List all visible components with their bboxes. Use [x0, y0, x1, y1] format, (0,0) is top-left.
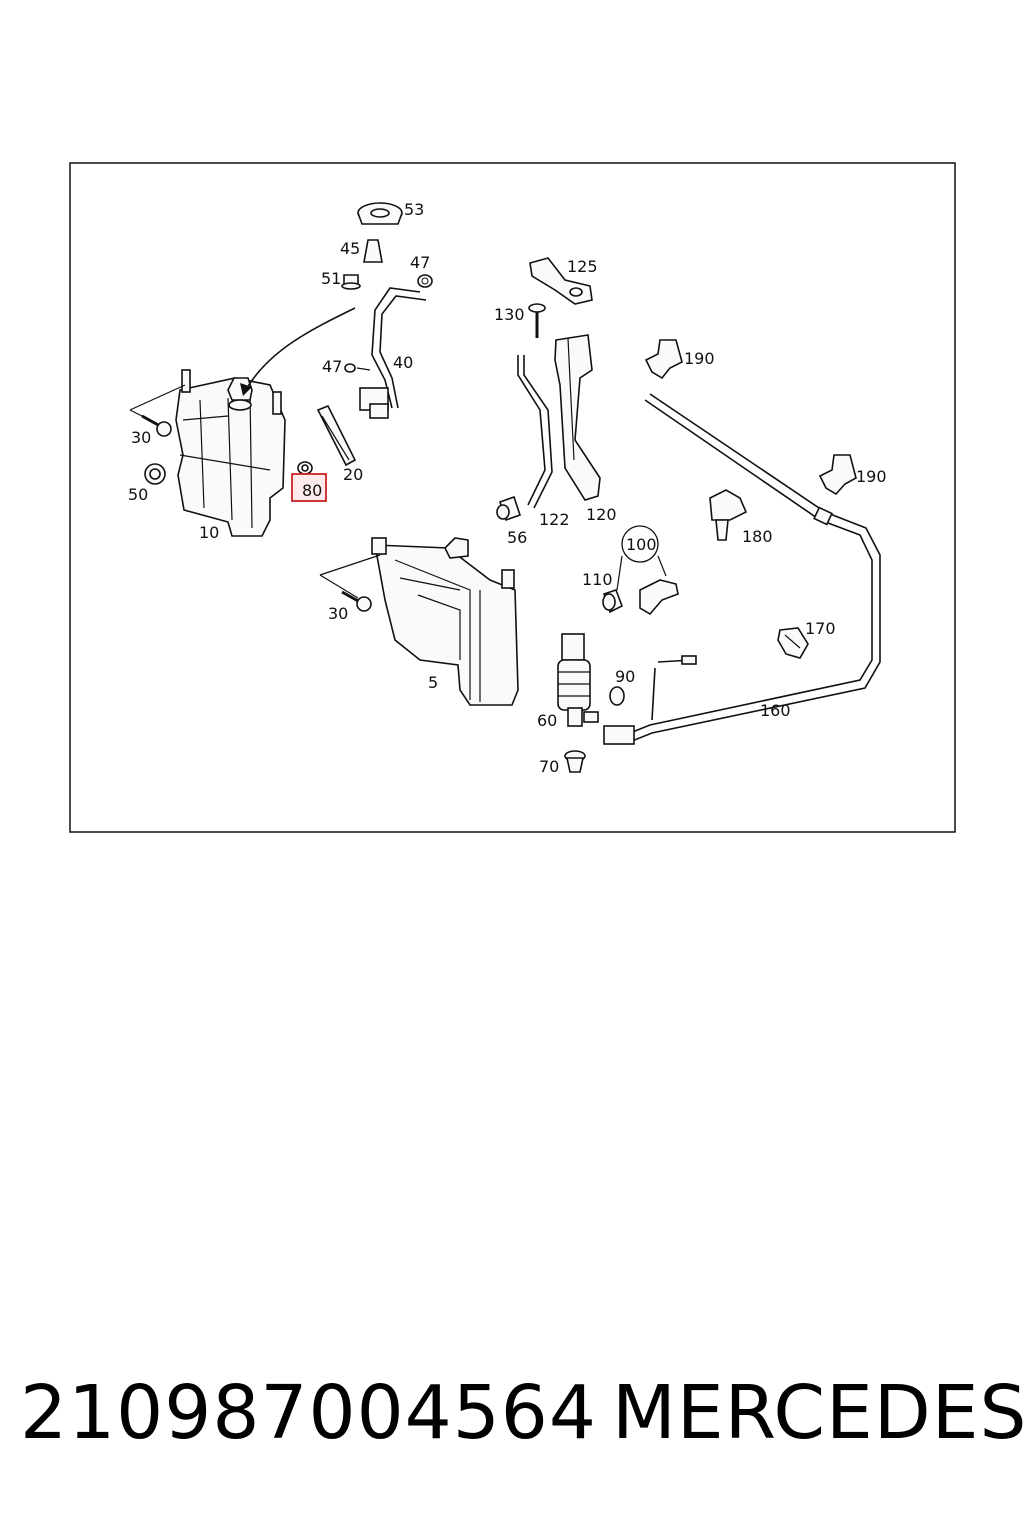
clip-180[interactable] [709, 489, 748, 541]
grommet-56[interactable] [496, 495, 522, 522]
label-5: 5 [428, 673, 438, 692]
highlight-box-80 [291, 473, 327, 502]
bracket-20[interactable] [316, 404, 357, 467]
label-51: 51 [321, 269, 341, 288]
label-30-top: 30 [131, 428, 151, 447]
washer-50[interactable] [144, 463, 166, 485]
label-47-mid: 47 [322, 357, 342, 376]
hose-122[interactable] [517, 355, 546, 506]
washer-pump-60[interactable] [557, 633, 599, 727]
screw-130[interactable] [528, 303, 546, 338]
label-122: 122 [539, 510, 570, 529]
label-10: 10 [199, 523, 219, 542]
brand-name: MERCEDES [612, 1370, 1024, 1456]
label-190-top: 190 [684, 349, 715, 368]
seal-80[interactable] [297, 461, 313, 475]
reservoir-10[interactable] [175, 369, 286, 537]
label-56: 56 [507, 528, 527, 547]
screw-30-bottom[interactable] [319, 554, 381, 612]
label-160: 160 [760, 701, 791, 720]
valve-group-100[interactable] [616, 525, 679, 616]
parts-diagram: 53 45 47 51 40 47 30 50 10 20 80 125 130… [69, 162, 956, 833]
level-sensor-40[interactable] [359, 287, 427, 419]
label-125: 125 [567, 257, 598, 276]
oring-47-mid[interactable] [344, 363, 356, 373]
label-190-bottom: 190 [856, 467, 887, 486]
reservoir-5[interactable] [371, 537, 519, 706]
grommet-90[interactable] [609, 686, 625, 706]
clip-170[interactable] [777, 627, 809, 659]
filler-neck-120[interactable] [554, 334, 601, 501]
label-45: 45 [340, 239, 360, 258]
label-30-bottom: 30 [328, 604, 348, 623]
label-40: 40 [393, 353, 413, 372]
label-20: 20 [343, 465, 363, 484]
part-number: 210987004564 [20, 1370, 597, 1456]
grommet-70[interactable] [564, 750, 586, 773]
label-130: 130 [494, 305, 525, 324]
plug-51[interactable] [341, 274, 361, 290]
label-80: 80 [302, 481, 322, 500]
label-53: 53 [404, 200, 424, 219]
label-110: 110 [582, 570, 613, 589]
label-50: 50 [128, 485, 148, 504]
oring-47-top[interactable] [417, 274, 433, 288]
label-180: 180 [742, 527, 773, 546]
fill-arrow [246, 307, 356, 389]
label-100: 100 [626, 535, 657, 554]
clip-190-top[interactable] [644, 339, 683, 380]
footer: 210987004564 MERCEDES [0, 1370, 1024, 1470]
clip-190-bottom[interactable] [818, 454, 857, 496]
label-70: 70 [539, 757, 559, 776]
screw-30-top[interactable] [129, 384, 186, 437]
label-120: 120 [586, 505, 617, 524]
label-170: 170 [805, 619, 836, 638]
grommet-125[interactable] [529, 257, 593, 305]
grommet-45[interactable] [363, 239, 383, 263]
label-60: 60 [537, 711, 557, 730]
cap-53[interactable] [357, 202, 403, 225]
valve-110[interactable] [602, 588, 624, 614]
label-90: 90 [615, 667, 635, 686]
label-47-top: 47 [410, 253, 430, 272]
